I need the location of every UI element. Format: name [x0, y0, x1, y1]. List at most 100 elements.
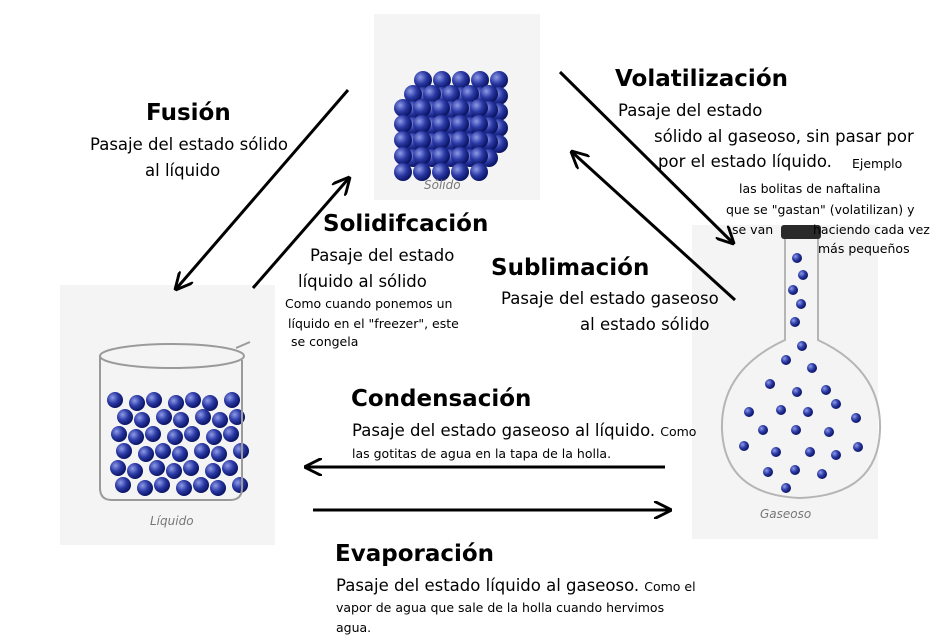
particle [212, 412, 228, 428]
particle [117, 409, 133, 425]
particle [138, 446, 154, 462]
particle [193, 477, 209, 493]
particle [210, 480, 226, 496]
particle [224, 392, 240, 408]
particle [803, 407, 813, 417]
volatilizacion-example-line3b: haciendo cada vez [813, 222, 930, 237]
particle [831, 450, 841, 460]
volatilizacion-example-line3a: se van [732, 222, 774, 237]
particle [790, 465, 800, 475]
evaporacion-example-b: vapor de agua que sale de la holla cuand… [336, 600, 665, 615]
particle [414, 71, 432, 89]
particle [771, 447, 781, 457]
particle [206, 429, 222, 445]
particle [115, 477, 131, 493]
particle [470, 115, 488, 133]
particle [451, 163, 469, 181]
sublimacion-desc-line2: al estado sólido [580, 315, 710, 334]
particle [470, 131, 488, 149]
particle [744, 407, 754, 417]
particle [413, 99, 431, 117]
particle [394, 115, 412, 133]
particle [470, 147, 488, 165]
particle [205, 463, 221, 479]
particle [758, 425, 768, 435]
volatilizacion-example-word: Ejemplo [852, 156, 903, 171]
particle [156, 409, 172, 425]
particle [167, 429, 183, 445]
particle [223, 426, 239, 442]
particle [739, 441, 749, 451]
particle [470, 99, 488, 117]
particle [155, 443, 171, 459]
evaporacion-desc: Pasaje del estado líquido al gaseoso. [336, 576, 640, 595]
particle [116, 443, 132, 459]
particle [154, 477, 170, 493]
particle [798, 270, 808, 280]
particle [146, 392, 162, 408]
particle [461, 85, 479, 103]
particle [451, 131, 469, 149]
particle [394, 99, 412, 117]
particle [776, 405, 786, 415]
particle [851, 413, 861, 423]
particle [149, 460, 165, 476]
evaporacion-example-a: Como el [644, 579, 696, 594]
particle [471, 71, 489, 89]
fusion-title: Fusión [146, 100, 231, 126]
beaker-illustration [99, 341, 251, 501]
particle [202, 395, 218, 411]
volatilizacion-example-line2: que se "gastan" (volatilizan) y [726, 202, 915, 217]
volatilizacion-example-line4: más pequeños [818, 241, 910, 256]
liquid-caption: Líquido [150, 514, 194, 528]
sublimacion-desc-line1: Pasaje del estado gaseoso [501, 289, 719, 308]
particle [432, 99, 450, 117]
solid-particle-cube [394, 71, 508, 181]
particle [796, 299, 806, 309]
sublimacion-arrow [572, 152, 737, 302]
particle [807, 363, 817, 373]
particle [404, 85, 422, 103]
solidificacion-desc-line2: líquido al sólido [298, 272, 427, 291]
volatilizacion-title: Volatilización [615, 66, 788, 92]
particle [792, 387, 802, 397]
particle [490, 71, 508, 89]
particle [763, 467, 773, 477]
particle [184, 426, 200, 442]
particle [394, 131, 412, 149]
evaporacion-desc-block: Pasaje del estado líquido al gaseoso. Co… [336, 576, 696, 595]
particle [413, 131, 431, 149]
particle [168, 395, 184, 411]
particle [134, 412, 150, 428]
particle [797, 341, 807, 351]
particle [791, 425, 801, 435]
particle [211, 446, 227, 462]
volatilizacion-desc-line3: por el estado líquido. [658, 152, 832, 171]
particle [442, 85, 460, 103]
particle [185, 392, 201, 408]
particle [166, 463, 182, 479]
volatilizacion-desc-line1: Pasaje del estado [618, 101, 763, 120]
gas-caption: Gaseoso [760, 507, 812, 521]
particle [413, 147, 431, 165]
evaporacion-title: Evaporación [335, 541, 495, 567]
volatilizacion-example-line1: las bolitas de naftalina [739, 181, 881, 196]
condensacion-desc-block: Pasaje del estado gaseoso al líquido. Co… [352, 421, 696, 440]
condensacion-title: Condensación [351, 386, 532, 412]
condensacion-desc: Pasaje del estado gaseoso al líquido. [352, 421, 656, 440]
particle [111, 426, 127, 442]
fusion-arrow [176, 89, 350, 289]
particle [222, 460, 238, 476]
particle [232, 477, 248, 493]
particle [853, 442, 863, 452]
particle [805, 447, 815, 457]
flask-stopper [781, 225, 821, 239]
solidificacion-title: Solidifcación [323, 211, 489, 237]
volatilizacion-arrow [558, 70, 733, 243]
particle [413, 115, 431, 133]
sublimacion-title: Sublimación [491, 255, 650, 281]
condensacion-example-a: Como [660, 424, 697, 439]
particle [765, 379, 775, 389]
particle [792, 253, 802, 263]
